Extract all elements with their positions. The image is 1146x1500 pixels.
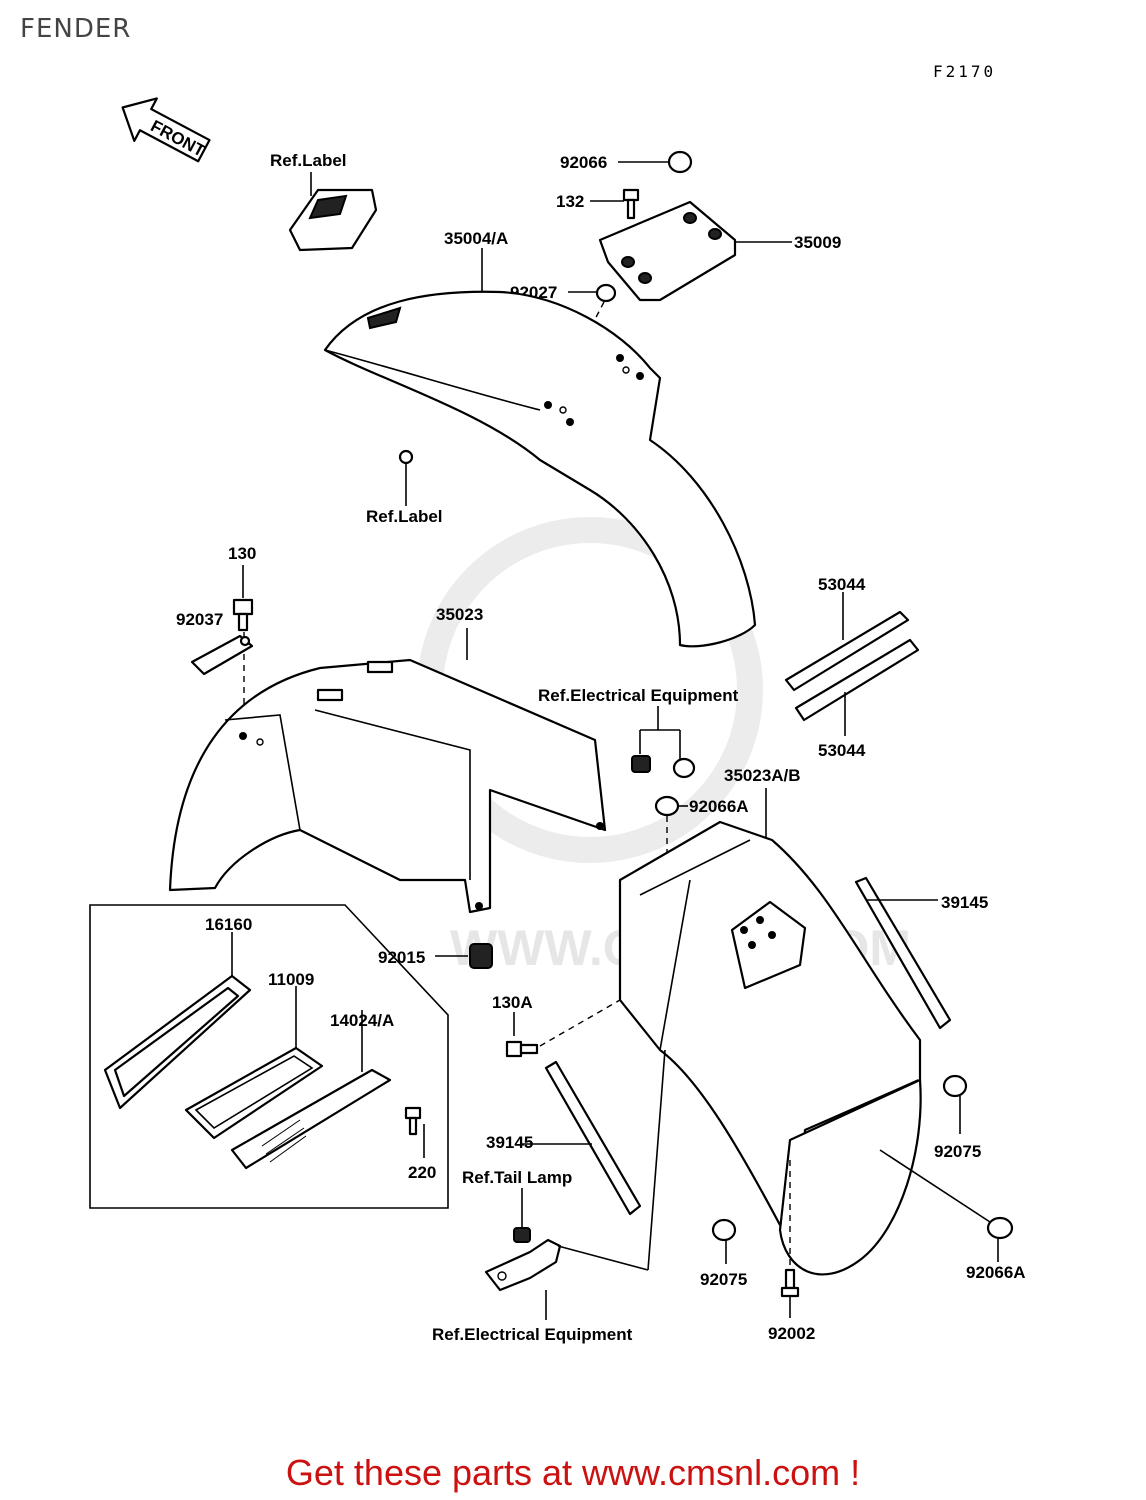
label-ref-electrical-bottom: Ref.Electrical Equipment: [432, 1325, 633, 1344]
label-92066a-top: 92066A: [689, 797, 749, 816]
label-ref-label-top: Ref.Label: [270, 151, 347, 170]
rear-fender-35023: [168, 628, 607, 914]
diagram-code: F2170: [933, 62, 996, 81]
label-130: 130: [228, 544, 256, 563]
page-title: FENDER: [20, 14, 132, 44]
cap-92066a-bottom: [879, 1149, 1014, 1262]
label-92075-bottom: 92075: [700, 1270, 747, 1289]
bolt-130a: [505, 999, 621, 1058]
label-39145-left: 39145: [486, 1133, 533, 1152]
label-53044-bottom: 53044: [818, 741, 866, 760]
plate-92037: [190, 634, 254, 676]
ref-label-sticker: [288, 172, 378, 252]
front-arrow-icon: FRONT: [121, 97, 211, 163]
bolt-132: [590, 188, 640, 220]
electrical-connectors: [631, 706, 696, 779]
label-53044-top: 53044: [818, 575, 866, 594]
grommet-92075-right: [942, 1074, 968, 1134]
label-92015: 92015: [378, 948, 425, 967]
reflector-53044-top: [784, 592, 910, 692]
label-220: 220: [408, 1163, 436, 1182]
tail-lamp-bracket: [484, 1049, 666, 1320]
bracket-39145-left: [520, 1060, 642, 1216]
label-132: 132: [556, 192, 584, 211]
label-92066: 92066: [560, 153, 607, 172]
label-130a: 130A: [492, 993, 533, 1012]
label-35023: 35023: [436, 605, 483, 624]
front-fender-35004: [323, 248, 757, 648]
label-ref-tail-lamp: Ref.Tail Lamp: [462, 1168, 572, 1187]
label-11009: 11009: [268, 970, 314, 989]
grommet-92075-bottom: [711, 1218, 737, 1264]
cap-92066: [618, 150, 693, 174]
label-92066a-bottom: 92066A: [966, 1263, 1026, 1282]
label-14024: 14024/A: [330, 1011, 394, 1030]
label-92002: 92002: [768, 1324, 815, 1343]
label-ref-label-mid: Ref.Label: [366, 507, 443, 526]
label-39145-right: 39145: [941, 893, 988, 912]
footer-cta-link[interactable]: Get these parts at www.cmsnl.com !: [285, 1452, 861, 1493]
ref-label-small: [398, 449, 414, 506]
label-ref-electrical-top: Ref.Electrical Equipment: [538, 686, 739, 705]
label-92037: 92037: [176, 610, 223, 629]
bracket-35009: [598, 200, 792, 302]
label-16160: 16160: [205, 915, 252, 934]
label-35023ab: 35023A/B: [724, 766, 801, 785]
label-92075-right: 92075: [934, 1142, 981, 1161]
bracket-39145-right: [854, 876, 952, 1030]
label-35004: 35004/A: [444, 229, 508, 248]
tail-lamp-box: [89, 904, 449, 1209]
nut-92015: [435, 943, 493, 969]
label-35009: 35009: [794, 233, 841, 252]
inner-fender-35023ab: [618, 788, 922, 1276]
bolt-92002: [780, 1160, 800, 1318]
reflector-53044-bottom: [794, 638, 920, 736]
